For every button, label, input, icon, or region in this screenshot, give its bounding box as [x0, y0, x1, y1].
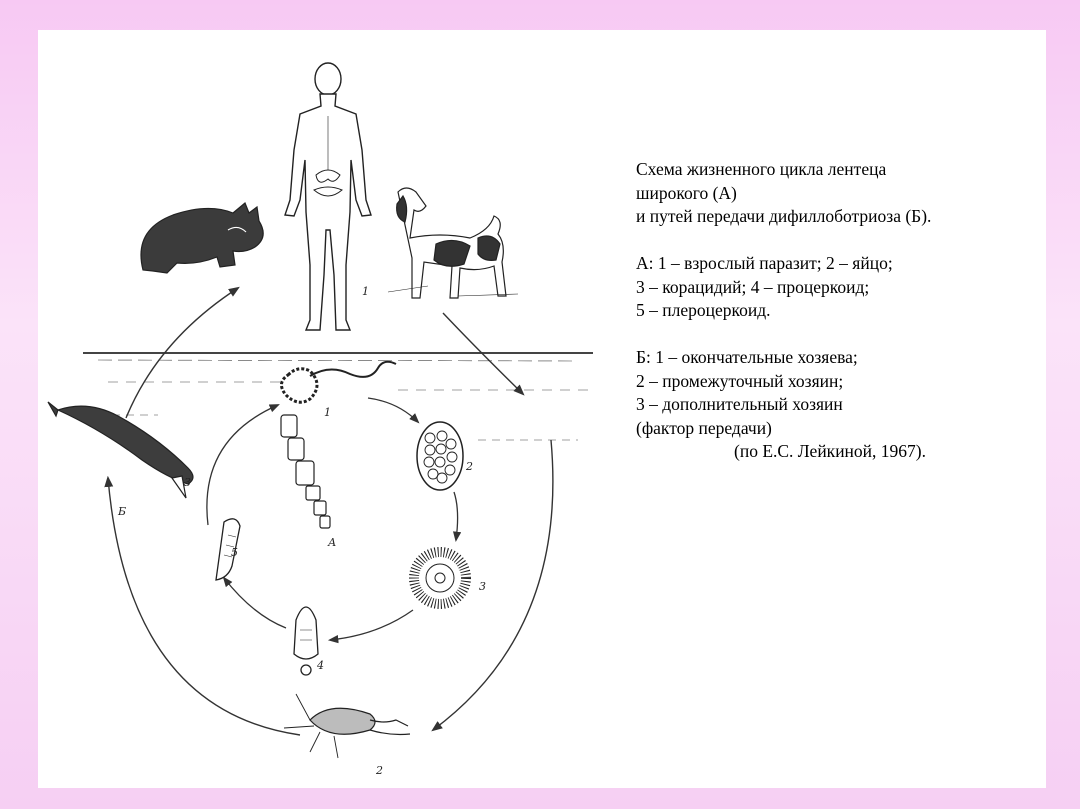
water-surface	[83, 352, 593, 441]
cycle-b-label: Б	[117, 505, 126, 518]
legend-a-line: 5 – плероцеркоид.	[636, 300, 771, 320]
legend-b-line: 3 – дополнительный хозяин	[636, 394, 843, 414]
procercoid-label: 4	[316, 659, 324, 672]
cycle-arrows	[206, 397, 462, 644]
human-figure	[284, 62, 372, 331]
copepod-illustration	[283, 693, 411, 759]
pike-fish-illustration	[47, 401, 194, 499]
egg-label: 2	[465, 460, 473, 473]
legend-b-line: Б: 1 – окончательные хозяева;	[636, 347, 858, 367]
caption-title-line: и путей передачи дифиллоботриоза (Б).	[636, 206, 932, 226]
legend-a-line: 3 – корацидий; 4 – процеркоид;	[636, 276, 870, 297]
legend-a-line: А: 1 – взрослый паразит; 2 – яйцо;	[636, 253, 893, 273]
egg-illustration	[416, 421, 464, 491]
plerocercoid-illustration	[215, 518, 241, 581]
legend-b-line: 2 – промежуточный хозяин;	[636, 370, 844, 391]
diagram-caption: Схема жизненного цикла лентеца широкого …	[636, 158, 1036, 464]
copepod-label: 2	[375, 764, 383, 777]
caption-title-line: Схема жизненного цикла лентеца	[636, 159, 887, 179]
slide: 1 1 2 3 4 5 А Б 3 2 Схема жизненного цик…	[38, 30, 1046, 788]
coracidium-illustration	[409, 547, 471, 609]
cycle-a-label: А	[327, 536, 336, 549]
cat-illustration	[140, 202, 264, 274]
adult-parasite-label: 1	[324, 406, 331, 419]
adult-parasite	[280, 360, 397, 529]
caption-title-line: широкого (А)	[636, 182, 737, 203]
legend-b-line: (фактор передачи)	[636, 417, 772, 438]
procercoid-illustration	[293, 606, 319, 676]
dog-illustration	[387, 187, 519, 299]
life-cycle-diagram: 1 1 2 3 4 5 А Б 3 2	[47, 62, 593, 777]
citation: (по Е.С. Лейкиной, 1967).	[734, 441, 926, 461]
fish-label: 3	[184, 476, 191, 489]
plerocercoid-label: 5	[231, 546, 238, 559]
transmission-arrows	[104, 286, 554, 736]
coracidium-label: 3	[479, 580, 486, 593]
human-label: 1	[362, 285, 369, 298]
